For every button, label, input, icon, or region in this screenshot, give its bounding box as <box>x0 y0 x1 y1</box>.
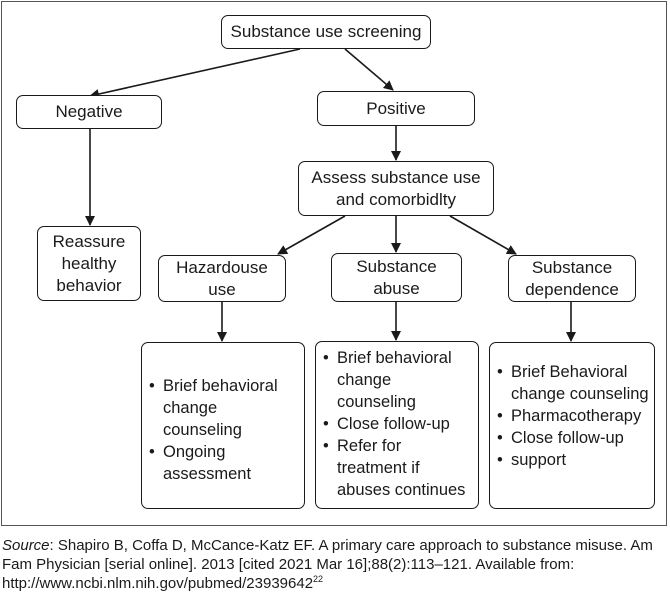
abuse-line-2: abuse <box>373 278 420 298</box>
abuse-actions-box: Brief behavioral change counseling Close… <box>315 341 479 509</box>
arrow-root-negative <box>89 48 301 99</box>
list-item: support <box>494 449 650 471</box>
assess-line-2: and comorbidlty <box>335 189 456 209</box>
abuse-actions-list: Brief behavioral change counseling Close… <box>320 347 474 501</box>
list-item: Close follow-up <box>320 413 474 435</box>
arrow-assess-dependence <box>449 215 517 255</box>
arrow-root-positive <box>344 48 394 91</box>
list-item: Brief Behavioral change counseling <box>494 361 650 405</box>
arrow-assess-hazardous <box>277 215 346 255</box>
negative-label: Negative <box>55 102 123 121</box>
dependence-actions-list: Brief Behavioral change counseling Pharm… <box>494 361 650 471</box>
assess-node: Assess substance use and comorbidlty <box>298 161 494 216</box>
source-citation: Source: Shapiro B, Coffa D, McCance-Katz… <box>2 536 670 593</box>
source-label: Source <box>2 537 50 554</box>
dependence-line-2: dependence <box>525 279 619 299</box>
list-item: Refer for treatment if abuses continues <box>320 435 474 501</box>
dependence-node: Substance dependence <box>508 255 636 302</box>
reassure-line-2: healthy <box>61 253 117 273</box>
list-item: Close follow-up <box>494 427 650 449</box>
diagram-frame <box>1 1 667 526</box>
root-label: Substance use screening <box>230 22 422 41</box>
list-item: Brief behavioral change counseling <box>320 347 474 413</box>
reassure-node: Reassure healthy behavior <box>37 226 141 301</box>
connector-lines <box>85 48 576 342</box>
abuse-node: Substance abuse <box>331 253 462 302</box>
source-text: : Shapiro B, Coffa D, McCance-Katz EF. A… <box>2 537 653 592</box>
positive-node: Positive <box>317 91 475 126</box>
list-item: Pharmacotherapy <box>494 405 650 427</box>
dependence-line-1: Substance <box>531 257 613 277</box>
abuse-line-1: Substance <box>356 256 437 276</box>
hazardous-actions-list: Brief behavioral change counseling Ongoi… <box>146 375 300 485</box>
assess-line-1: Assess substance use <box>311 167 481 187</box>
hazardous-line-1: Hazardouse <box>176 257 268 277</box>
reassure-line-3: behavior <box>56 275 122 295</box>
root-node: Substance use screening <box>221 15 431 49</box>
positive-label: Positive <box>366 98 426 118</box>
source-ref: 22 <box>313 574 324 584</box>
hazardous-node: Hazardouse use <box>158 255 286 302</box>
reassure-line-1: Reassure <box>52 231 126 251</box>
list-item: Brief behavioral change counseling <box>146 375 300 441</box>
hazardous-actions-box: Brief behavioral change counseling Ongoi… <box>141 342 305 509</box>
hazardous-line-2: use <box>208 279 236 299</box>
negative-node: Negative <box>16 95 162 129</box>
dependence-actions-box: Brief Behavioral change counseling Pharm… <box>489 342 655 509</box>
list-item: Ongoing assessment <box>146 441 300 485</box>
